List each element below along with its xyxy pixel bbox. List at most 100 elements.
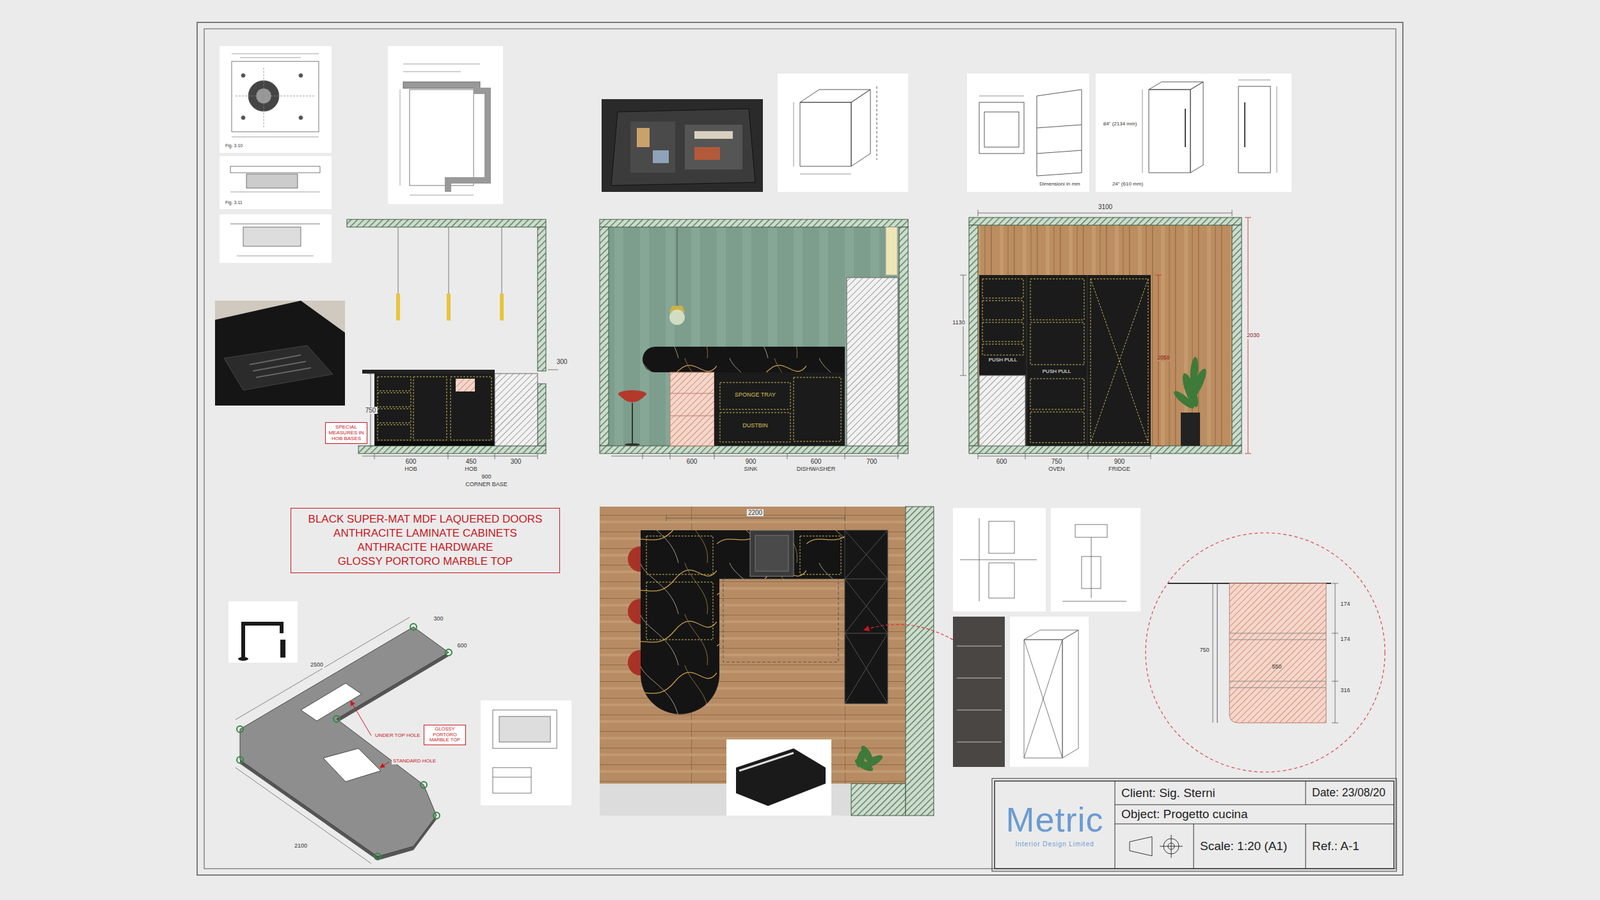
oven-wall-elevation-part <box>1155 217 1252 454</box>
countertop-3d-part <box>300 683 362 722</box>
hob-spec-sheet-part <box>240 57 301 59</box>
sink-wall-elevation-part-part <box>844 453 846 460</box>
detail-drawings-part <box>1091 537 1092 599</box>
dimension-label: 550 <box>1271 664 1282 671</box>
hob-spec-sheet-part <box>241 73 246 78</box>
node-text: GLOSSY PORTORO MARBLE TOP <box>300 554 551 569</box>
dimension-label: HOB <box>403 466 419 473</box>
title-block-part <box>1114 805 1394 806</box>
sink-wall-elevation-part-part <box>642 453 644 460</box>
tap-photo-part <box>238 657 249 662</box>
detail-drawings <box>952 508 1141 768</box>
floor-plan-part-part <box>844 633 888 635</box>
sink-wall-elevation-part <box>631 403 633 445</box>
oven-wall-elevation-part-part <box>982 344 1024 356</box>
floor-plan-part-part <box>855 749 868 769</box>
hob-wall-elevation-part <box>374 441 495 447</box>
node-text: BLACK SUPER-MAT MDF LAQUERED DOORS <box>300 512 551 527</box>
dimension-label: UNDER TOP HOLE <box>373 733 422 740</box>
sink-wall-elevation-part <box>599 227 609 447</box>
drawer-photo-part <box>630 121 676 173</box>
floor-plan-part <box>627 546 641 676</box>
section-detail-part-part <box>1335 583 1336 724</box>
sink-spec-part <box>492 768 532 794</box>
hob-wall-elevation-part-part <box>499 293 504 321</box>
detail-drawings-part <box>960 560 1037 561</box>
oven-spec-part <box>1036 124 1082 128</box>
oven-wall-elevation-part <box>1180 412 1200 447</box>
title-block-part <box>1114 781 1116 870</box>
hob-spec-sheet-part <box>219 156 332 210</box>
floor-plan-part-part <box>844 579 888 634</box>
floor-plan-part-part <box>646 536 713 575</box>
hob-install-spec-part <box>400 89 401 186</box>
countertop-3d-part <box>236 624 452 861</box>
hob-wall-elevation-part-part <box>494 453 496 460</box>
countertop-3d-part-part <box>433 812 440 820</box>
dishwasher-spec <box>777 73 909 192</box>
oven-wall-elevation-part <box>968 217 1242 226</box>
oven-wall-elevation-part-part <box>982 322 1024 342</box>
oven-wall-elevation-part-part <box>1244 217 1252 219</box>
drawer-photo-part <box>694 147 720 160</box>
dimension-label: 300 <box>555 358 569 366</box>
led-profile-photo-part <box>739 753 794 772</box>
tap-photo <box>228 601 298 664</box>
hob-spec-sheet-part <box>235 96 315 97</box>
title-block-part <box>994 781 1394 870</box>
hob-wall-elevation-part <box>455 378 475 392</box>
detail-drawings-part <box>988 563 1015 599</box>
floor-plan-part <box>640 530 845 715</box>
hob-wall-elevation-part-part <box>446 293 451 321</box>
sink-wall-elevation-part-part <box>897 453 899 460</box>
node-text: Date: 23/08/20 <box>1312 786 1386 800</box>
dimension-label: 2058 <box>1155 355 1172 362</box>
drawer-photo-part <box>224 345 333 391</box>
detail-drawings-part-part <box>956 741 1002 744</box>
countertop-3d-part-part <box>374 853 381 861</box>
floor-plan-part-part <box>844 633 888 704</box>
hob-wall-elevation-part <box>537 384 546 447</box>
hob-spec-sheet-part <box>231 136 319 138</box>
dimension-label: 900 <box>744 458 758 466</box>
sink-wall-elevation-part-part <box>670 393 715 395</box>
oven-wall-elevation-part-part <box>982 300 1024 320</box>
sink-wall-elevation-part <box>642 346 845 373</box>
hob-wall-elevation-part <box>374 373 495 447</box>
dimension-label: DUSTBIN <box>742 423 768 430</box>
dishwasher-spec-part <box>777 73 909 192</box>
hob-spec-sheet <box>219 46 332 264</box>
countertop-3d-part <box>235 617 410 720</box>
fridge-spec <box>1095 73 1292 192</box>
sink-wall-elevation-part <box>599 446 909 454</box>
dimension-label: 300 <box>509 458 523 466</box>
sink-wall-elevation-part <box>720 377 841 443</box>
oven-wall-elevation-part-part <box>977 453 979 460</box>
hob-wall-elevation-part-part <box>448 453 449 460</box>
sink-wall-elevation-part <box>677 227 678 306</box>
oven-wall-elevation-part <box>979 375 1026 447</box>
section-detail-part-part <box>1331 723 1339 724</box>
fridge-spec-part <box>1238 80 1271 81</box>
sink-wall-elevation-part <box>670 372 715 447</box>
oven-wall-elevation <box>960 209 1252 460</box>
hob-wall-elevation-part <box>346 219 546 228</box>
dimension-label: HOB <box>463 466 479 473</box>
detail-drawings-part-part <box>956 677 1002 680</box>
countertop-3d-part-part <box>236 757 244 764</box>
title-cell: Scale: 1:20 (A1) <box>1193 824 1306 870</box>
hob-spec-sheet-part <box>236 256 314 257</box>
detail-drawings-part-part <box>956 645 1002 648</box>
floor-plan-part <box>844 530 888 704</box>
hob-wall-elevation-part-part <box>362 456 538 457</box>
hob-wall-elevation <box>346 219 559 460</box>
oven-wall-elevation-part <box>960 275 1151 460</box>
countertop-3d-part <box>350 701 372 736</box>
node-text: ANTHRACITE LAMINATE CABINETS <box>300 526 551 541</box>
dishwasher-spec-part <box>800 102 852 167</box>
title-block <box>992 778 1397 872</box>
section-detail-part-part <box>1229 640 1327 641</box>
oven-wall-elevation-part <box>1232 225 1242 447</box>
oven-spec <box>967 73 1090 192</box>
